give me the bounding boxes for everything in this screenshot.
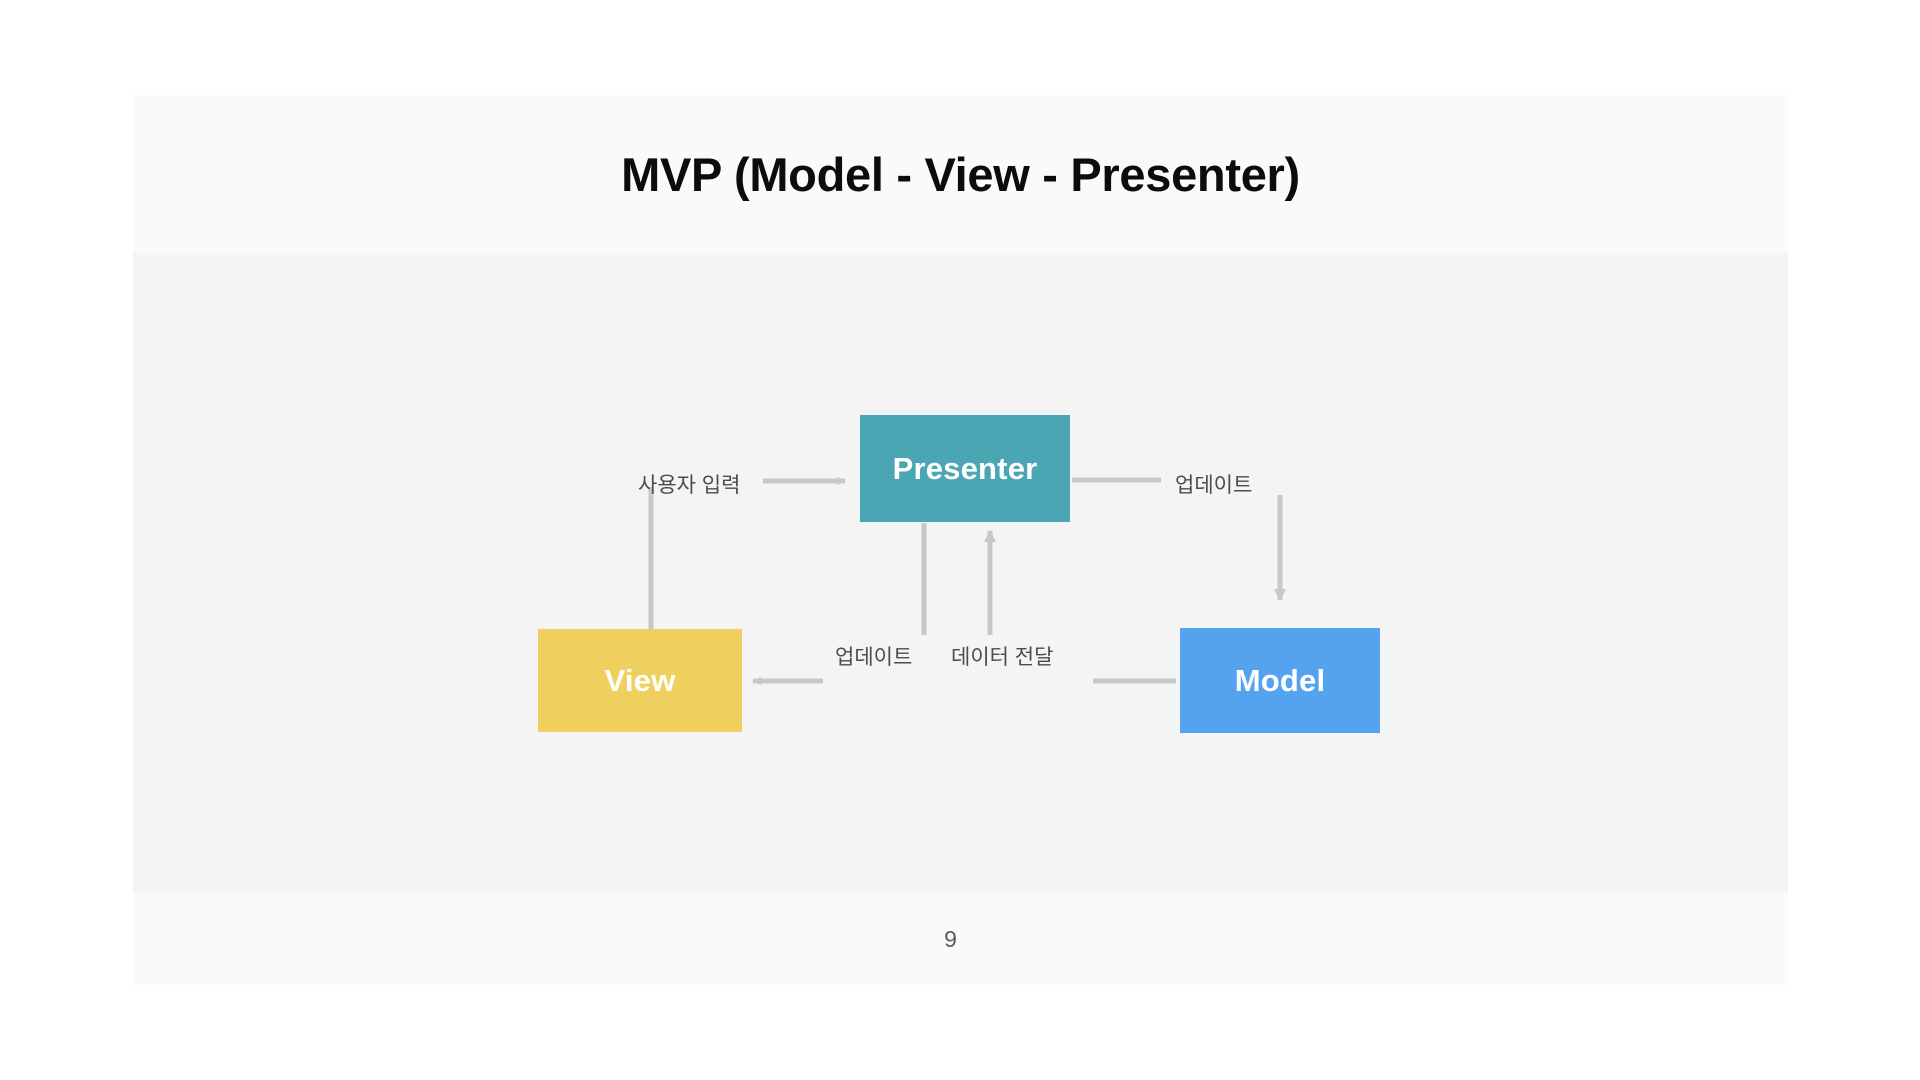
node-view-label: View [604, 662, 676, 698]
edge-label-update-view: 업데이트 [835, 646, 913, 669]
node-presenter[interactable]: Presenter [860, 415, 1070, 522]
slide: MVP (Model - View - Presenter) 9 [133, 95, 1788, 985]
node-view[interactable]: View [538, 629, 742, 732]
node-model[interactable]: Model [1180, 628, 1380, 733]
slide-body [133, 253, 1788, 893]
page-number: 9 [944, 925, 957, 952]
edge-label-user-input: 사용자 입력 [638, 474, 741, 497]
slide-header: MVP (Model - View - Presenter) [133, 95, 1788, 253]
node-model-label: Model [1234, 662, 1326, 698]
node-presenter-label: Presenter [892, 450, 1038, 486]
edge-label-update-model: 업데이트 [1175, 474, 1253, 497]
page-title: MVP (Model - View - Presenter) [621, 147, 1300, 201]
slide-footer: 9 [133, 893, 1788, 985]
edge-label-data-pass: 데이터 전달 [951, 646, 1054, 669]
